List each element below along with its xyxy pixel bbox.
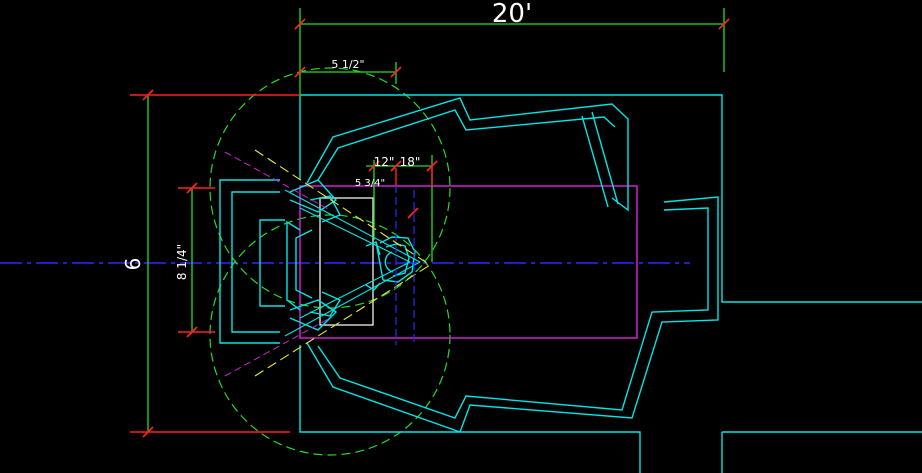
- yellow-sightlines: [254, 149, 431, 377]
- room-walls: [219, 94, 922, 473]
- blue-guide-lines: [395, 185, 415, 345]
- dim-gap-a: 12": [374, 155, 395, 169]
- extension-lines: [147, 8, 725, 432]
- dim-gap-b: 18": [400, 155, 421, 169]
- dim-offset-top: 5 1/2": [331, 58, 364, 71]
- equipment-box: [319, 197, 374, 326]
- dimension-ticks: [142, 18, 730, 438]
- dimension-lines: [130, 94, 433, 433]
- dim-height-inner: 8 1/4": [175, 244, 189, 280]
- dim-small-offset: 5 3/4": [355, 178, 385, 189]
- table-outline: [299, 185, 638, 339]
- fixture-rays: [284, 189, 421, 337]
- magenta-sightlines: [224, 151, 331, 377]
- dim-height-outer: 6: [121, 258, 145, 271]
- dim-overall-width: 20': [492, 0, 532, 29]
